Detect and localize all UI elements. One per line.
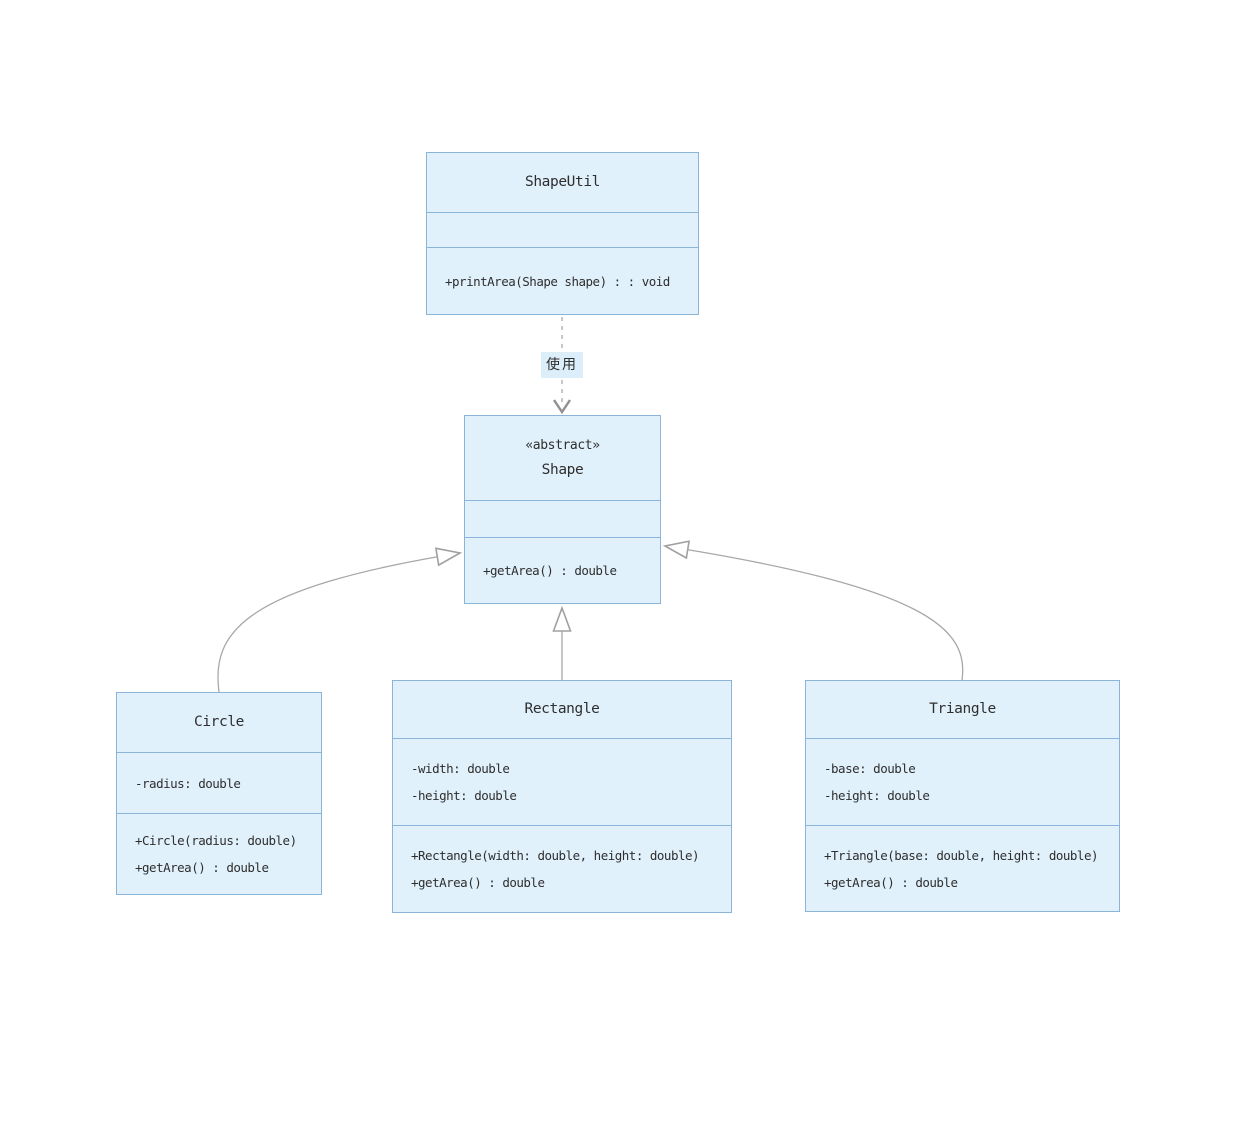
attribute: -height: double — [411, 788, 517, 803]
class-name: Triangle — [929, 701, 996, 717]
class-name: ShapeUtil — [525, 174, 600, 190]
method: +getArea() : double — [135, 860, 269, 875]
class-name: Rectangle — [524, 701, 600, 717]
class-rectangle[interactable]: Rectangle -width: double -height: double… — [392, 680, 732, 913]
dependency-label: 使用 — [541, 352, 583, 378]
class-rectangle-title: Rectangle — [393, 681, 731, 739]
method: +Rectangle(width: double, height: double… — [411, 848, 700, 863]
method: +Triangle(base: double, height: double) — [824, 847, 1099, 863]
class-shapeutil-methods: +printArea(Shape shape) : : void — [427, 248, 698, 314]
attribute: -width: double — [411, 761, 510, 776]
class-shape-title: «abstract» Shape — [465, 416, 660, 501]
edge-inheritance-triangle-shape — [665, 546, 964, 681]
method: +printArea(Shape shape) : : void — [445, 273, 670, 289]
dependency-arrowhead-icon — [553, 399, 571, 415]
class-triangle[interactable]: Triangle -base: double -height: double +… — [805, 680, 1120, 912]
class-rectangle-attributes: -width: double -height: double — [393, 739, 731, 826]
method: +Circle(radius: double) — [135, 833, 297, 848]
class-shapeutil-attributes — [427, 213, 698, 248]
class-shape-methods: +getArea() : double — [465, 538, 660, 603]
class-rectangle-methods: +Rectangle(width: double, height: double… — [393, 826, 731, 912]
edge-inheritance-circle-shape — [217, 553, 460, 693]
attribute: -base: double — [824, 761, 916, 776]
method: +getArea() : double — [411, 875, 545, 890]
class-triangle-attributes: -base: double -height: double — [806, 739, 1119, 826]
class-name: Circle — [194, 714, 244, 730]
attribute: -height: double — [824, 788, 930, 803]
class-shape[interactable]: «abstract» Shape +getArea() : double — [464, 415, 661, 604]
class-shapeutil-title: ShapeUtil — [427, 153, 698, 213]
method: +getArea() : double — [483, 563, 617, 578]
method: +getArea() : double — [824, 874, 958, 890]
class-circle-methods: +Circle(radius: double) +getArea() : dou… — [117, 814, 321, 894]
class-circle-title: Circle — [117, 693, 321, 753]
class-stereotype: «abstract» — [525, 438, 600, 453]
class-name: Shape — [541, 462, 584, 478]
class-circle[interactable]: Circle -radius: double +Circle(radius: d… — [116, 692, 322, 895]
class-triangle-methods: +Triangle(base: double, height: double) … — [806, 826, 1119, 911]
class-shapeutil[interactable]: ShapeUtil +printArea(Shape shape) : : vo… — [426, 152, 699, 315]
attribute: -radius: double — [135, 775, 241, 791]
class-triangle-title: Triangle — [806, 681, 1119, 739]
class-circle-attributes: -radius: double — [117, 753, 321, 814]
class-shape-attributes — [465, 501, 660, 538]
